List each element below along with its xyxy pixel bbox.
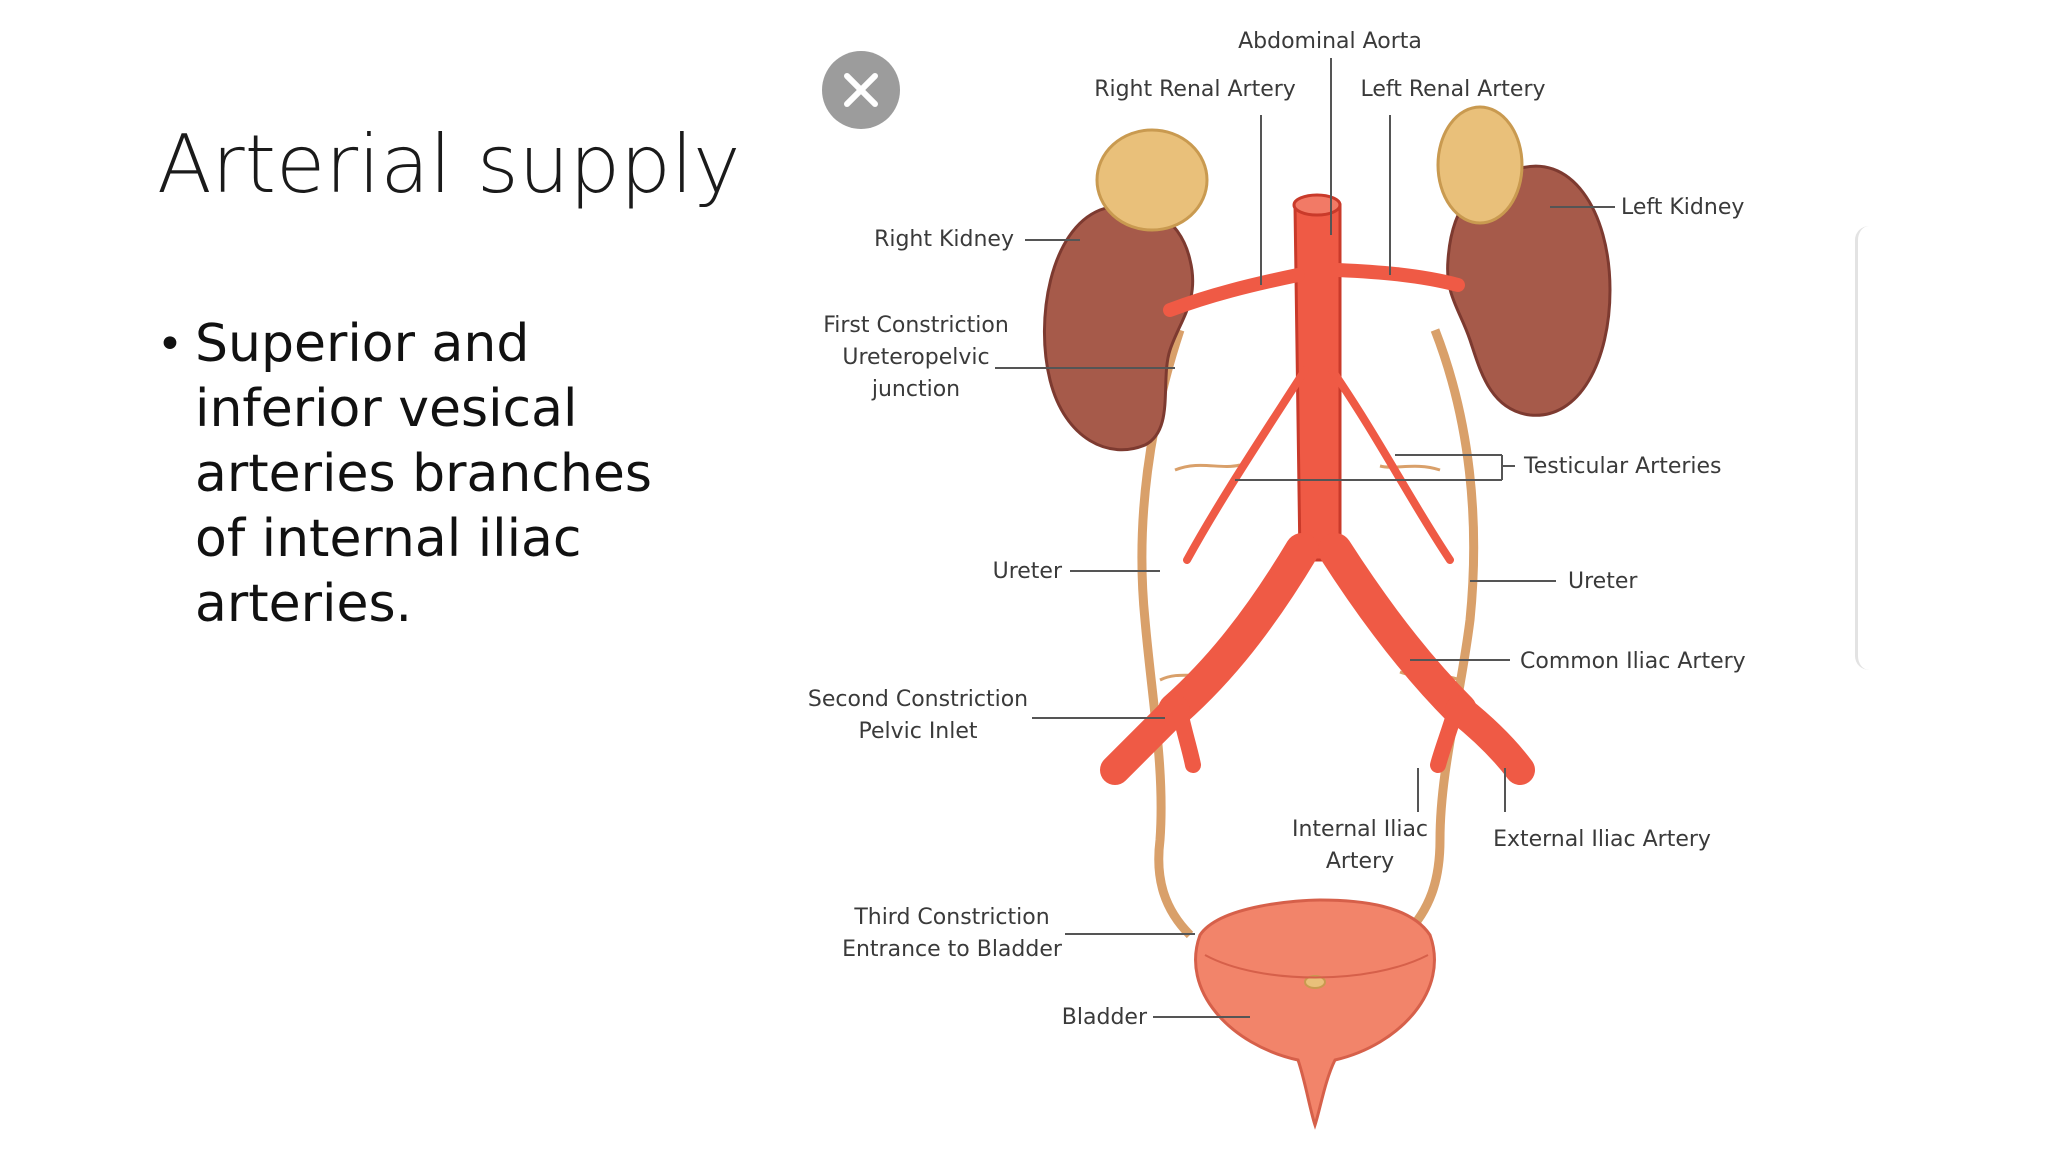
label-testicular-arteries: Testicular Arteries — [1523, 454, 1722, 479]
side-panel-handle[interactable] — [1855, 226, 1878, 670]
bladder-opening — [1304, 975, 1326, 989]
urinary-arterial-diagram: Abdominal Aorta Right Renal Artery Left … — [808, 29, 1746, 1130]
label-common-iliac-artery: Common Iliac Artery — [1520, 649, 1746, 674]
label-abdominal-aorta: Abdominal Aorta — [1238, 29, 1422, 54]
abdominal-aorta — [1293, 203, 1342, 562]
right-renal-artery — [1163, 268, 1305, 317]
right-adrenal-gland — [1095, 128, 1209, 232]
label-right-kidney: Right Kidney — [874, 227, 1014, 252]
label-internal-iliac-1: Internal Iliac — [1292, 817, 1428, 842]
left-kidney — [1446, 164, 1612, 417]
right-common-iliac-artery — [1158, 533, 1319, 727]
leader-lines — [995, 58, 1615, 1018]
label-first-constriction-3: junction — [871, 377, 960, 402]
left-internal-iliac-artery — [1430, 704, 1463, 773]
right-kidney — [1042, 203, 1195, 452]
left-renal-artery — [1331, 263, 1465, 292]
label-internal-iliac-2: Artery — [1326, 849, 1394, 874]
bullet-symbol: • — [157, 319, 183, 370]
label-ureter-left: Ureter — [1568, 569, 1638, 594]
left-external-iliac-artery — [1445, 695, 1535, 785]
label-bladder: Bladder — [1062, 1005, 1148, 1030]
right-testicular-artery — [1183, 366, 1309, 564]
label-left-kidney: Left Kidney — [1621, 195, 1744, 220]
slide-title: Arterial supply — [157, 118, 741, 211]
close-button[interactable] — [822, 51, 900, 129]
left-testicular-artery — [1328, 366, 1454, 564]
left-ureter — [1401, 328, 1479, 939]
bladder — [1194, 898, 1436, 1130]
right-ureter — [1137, 328, 1194, 939]
ureteric-vessels — [1159, 463, 1461, 682]
label-first-constriction-2: Ureteropelvic — [842, 345, 989, 370]
label-first-constriction-1: First Constriction — [823, 313, 1009, 338]
label-right-renal-artery: Right Renal Artery — [1094, 77, 1296, 102]
label-third-constriction-2: Entrance to Bladder — [842, 937, 1063, 962]
label-left-renal-artery: Left Renal Artery — [1360, 77, 1545, 102]
left-adrenal-gland — [1436, 105, 1524, 225]
right-external-iliac-artery — [1100, 695, 1190, 785]
bullet-item: • Superior and inferior vesical arteries… — [157, 312, 677, 637]
label-third-constriction-1: Third Constriction — [853, 905, 1049, 930]
right-internal-iliac-artery — [1172, 704, 1201, 773]
close-icon — [844, 73, 878, 107]
label-external-iliac-artery: External Iliac Artery — [1493, 827, 1711, 852]
label-second-constriction-2: Pelvic Inlet — [858, 719, 977, 744]
left-common-iliac-artery — [1318, 533, 1477, 727]
bladder-fold — [1204, 954, 1429, 979]
label-second-constriction-1: Second Constriction — [808, 687, 1028, 712]
aorta-top — [1292, 193, 1342, 217]
bullet-text: Superior and inferior vesical arteries b… — [195, 314, 652, 634]
label-ureter-right: Ureter — [993, 559, 1063, 584]
